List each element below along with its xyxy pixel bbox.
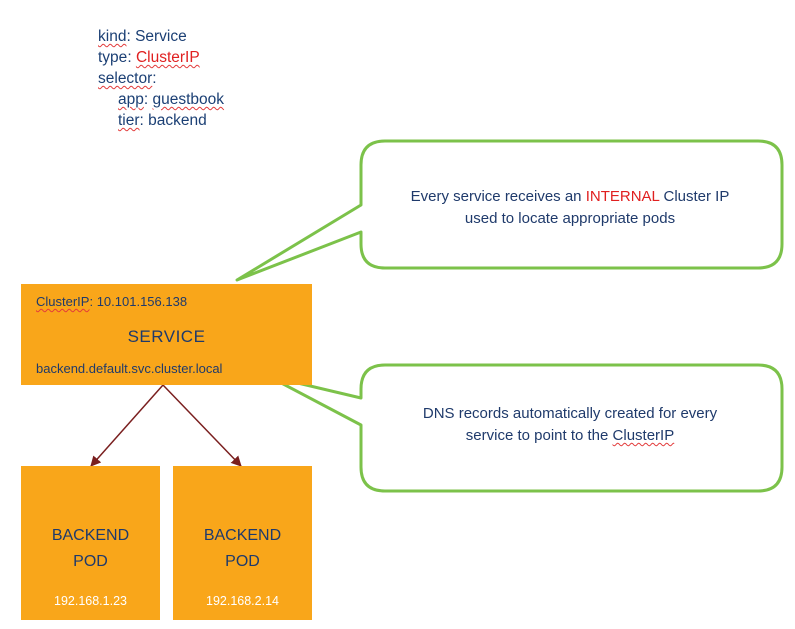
yaml-type-key: type [98,49,128,66]
callout-internal-line1: Every service receives an INTERNAL Clust… [370,186,770,208]
service-box: ClusterIP: 10.101.156.138 SERVICE backen… [21,284,312,385]
yaml-type-value: ClusterIP [135,49,200,66]
arrow-to-pod-1 [90,384,164,467]
yaml-kind-line: kind: Service [98,28,187,45]
yaml-type-line: type: ClusterIP [98,49,200,66]
callout-dns-line2: service to point to the ClusterIP [370,425,770,447]
pod-1-ip: 192.168.1.23 [54,594,127,608]
arrow-to-pod-2 [162,384,242,467]
pod-1-title: BACKEND POD [21,523,160,575]
service-dns-name: backend.default.svc.cluster.local [36,361,223,376]
yaml-selector-key: selector [98,70,153,87]
callout-dns-line2-before: service to point to the [465,427,613,444]
backend-pod-2: BACKEND POD 192.168.2.14 [173,466,312,620]
callout-dns-clusterip: ClusterIP [612,427,675,444]
callout-dns-line1: DNS records automatically created for ev… [422,405,718,422]
callout-internal-before: Every service receives an [410,188,586,205]
yaml-app-line: app: guestbook [118,91,225,108]
yaml-tier-value: backend [148,112,207,129]
yaml-app-key: app [118,91,144,108]
pod-2-line2: POD [225,553,260,570]
pod-2-title: BACKEND POD [173,523,312,575]
yaml-selector-line: selector: [98,70,157,87]
clusterip-value: 10.101.156.138 [96,294,188,309]
clusterip-label: ClusterIP [36,294,90,309]
backend-pod-1: BACKEND POD 192.168.1.23 [21,466,160,620]
pod-2-line1: BACKEND [203,527,282,544]
callout-internal-after: Cluster IP [659,188,730,205]
yaml-tier-line: tier: backend [118,112,207,129]
service-title: SERVICE [127,327,206,346]
pod-1-line2: POD [73,553,108,570]
callout-internal-line2: used to locate appropriate pods [464,210,676,227]
yaml-app-value: guestbook [152,91,225,108]
yaml-kind-value: Service [135,28,187,45]
internal-highlight: INTERNAL [585,188,660,205]
yaml-tier-key: tier [118,112,140,129]
pod-1-line1: BACKEND [51,527,130,544]
callout-internal-text: Every service receives an INTERNAL Clust… [370,186,770,230]
pod-2-ip: 192.168.2.14 [206,594,279,608]
callout-dns-text: DNS records automatically created for ev… [370,403,770,447]
service-clusterip: ClusterIP: 10.101.156.138 [36,294,188,309]
yaml-kind-key: kind [98,28,127,45]
yaml-spec: kind: Service type: ClusterIP selector: … [98,26,224,131]
